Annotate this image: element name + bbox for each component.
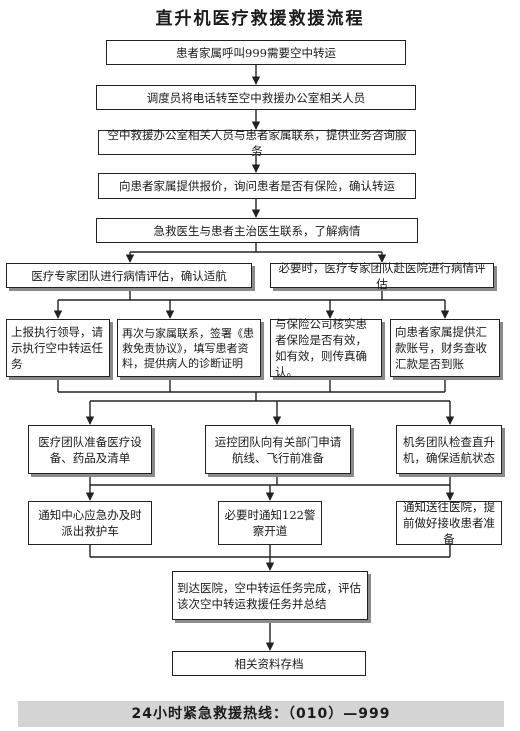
step-onsite-evaluation: 必要时，医疗专家团队赴医院进行病情评估: [270, 261, 494, 291]
hotline-banner: 24小时紧急救援热线：（010）—999: [18, 701, 504, 727]
step-expert-evaluation: 医疗专家团队进行病情评估，确认适航: [6, 263, 252, 288]
step-archive: 相关资料存档: [172, 651, 366, 676]
page-title: 直升机医疗救援救援流程: [155, 9, 365, 29]
step-police-escort: 必要时通知122警察开道: [218, 501, 322, 545]
step-ambulance: 通知中心应急办及时派出救护车: [28, 501, 152, 545]
step-consultation-service: 空中救援办公室相关人员与患者家属联系，提供业务咨询服务: [98, 128, 416, 158]
step-medical-team: 医疗团队准备医疗设备、药品及清单: [28, 425, 152, 474]
step-doctor-contact: 急救医生与患者主治医生联系，了解病情: [96, 218, 418, 243]
step-operations-team: 运控团队向有关部门申请航线、飞行前准备: [205, 425, 351, 474]
step-report-leader: 上报执行领导，请示执行空中转运任务: [6, 319, 110, 377]
step-arrival-summary: 到达医院，空中转运任务完成，评估该次空中转运救援任务并总结: [172, 571, 368, 620]
step-notify-hospital: 通知送往医院，提前做好接收患者准备: [396, 500, 502, 546]
step-emergency-call: 患者家属呼叫999需要空中转运: [106, 40, 406, 65]
step-verify-insurance: 与保险公司核实患者保险是否有效，如有效，则传真确认。: [270, 317, 382, 379]
step-dispatcher-transfer: 调度员将电话转至空中救援办公室相关人员: [96, 85, 416, 110]
step-maintenance-team: 机务团队检查直升机，确保适航状态: [396, 425, 502, 474]
step-payment-check: 向患者家属提供汇款账号，财务查收汇款是否到账: [390, 319, 500, 377]
step-quote-insurance: 向患者家属提供报价，询问患者是否有保险，确认转运: [98, 173, 416, 199]
step-sign-agreement: 再次与家属联系，签署《患救免责协议》，填写患者资料，提供病人的诊断证明: [117, 319, 261, 377]
